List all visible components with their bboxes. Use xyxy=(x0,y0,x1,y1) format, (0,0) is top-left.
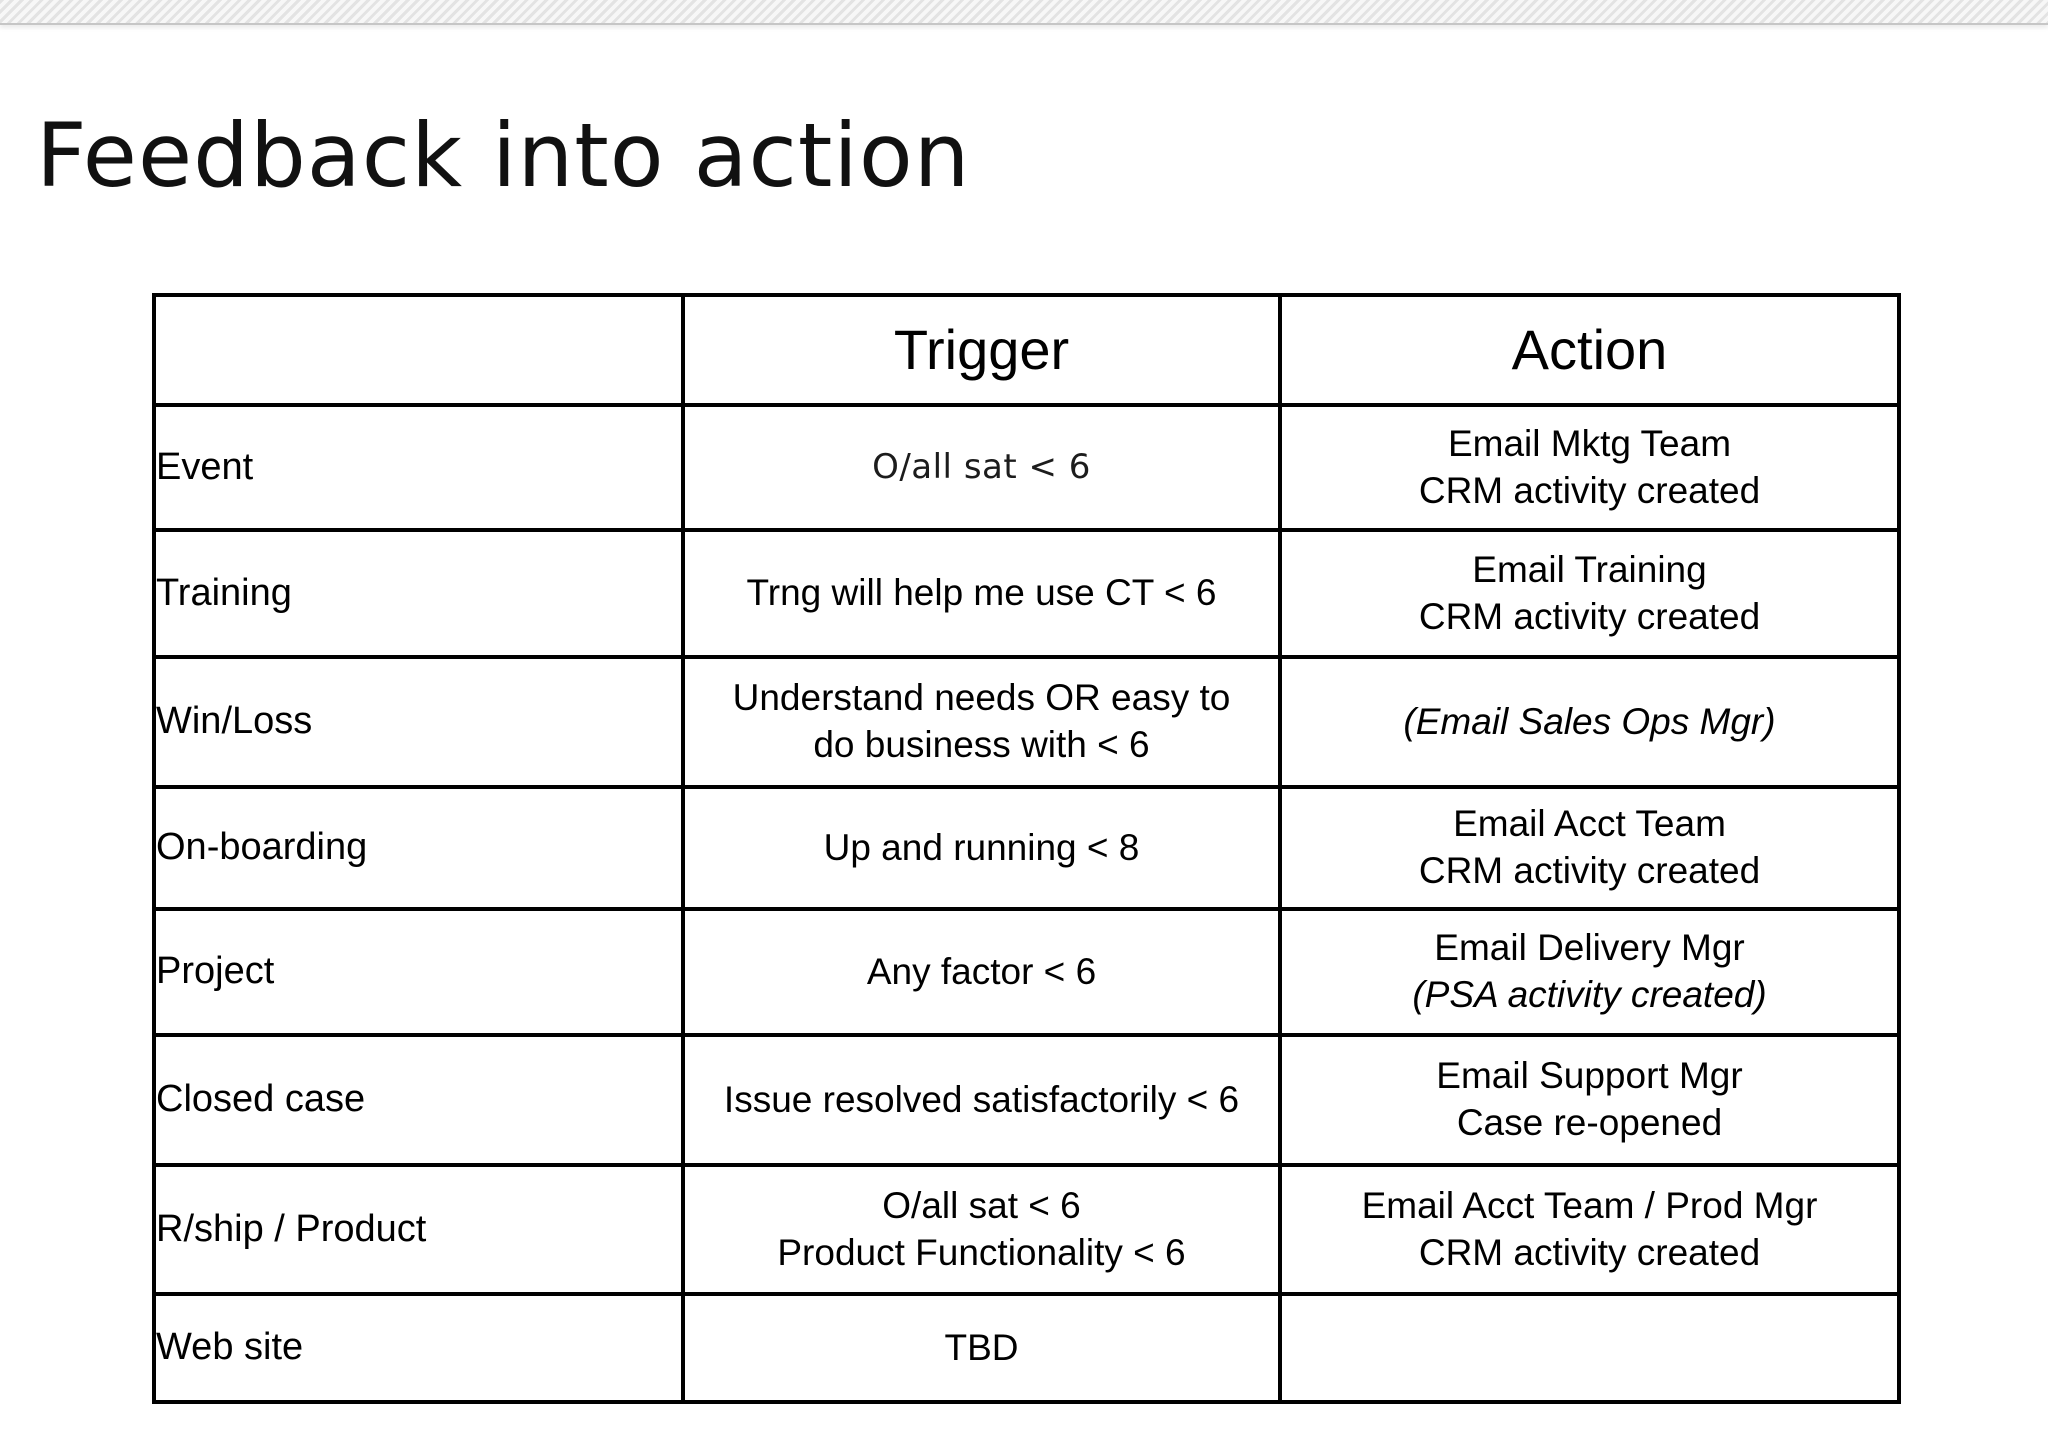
cell-line: CRM activity created xyxy=(1418,850,1761,891)
cell-line: Up and running < 8 xyxy=(823,826,1140,868)
action-cell: Email Acct Team CRM activity created xyxy=(1278,785,1901,911)
cell-line: Email Delivery Mgr xyxy=(1434,927,1745,969)
header-trigger-label: Trigger xyxy=(893,318,1070,382)
table-row-event: Event O/all sat < 6 Email Mktg Team CRM … xyxy=(152,403,1901,532)
cell-line: Email Training xyxy=(1472,548,1707,590)
cell-line: (PSA activity created) xyxy=(1412,974,1767,1015)
table-row-training: Training Trng will help me use CT < 6 Em… xyxy=(152,528,1901,659)
header-trigger-cell: Trigger xyxy=(681,293,1282,407)
page-title: Feedback into action xyxy=(36,104,971,207)
cell-line: CRM activity created xyxy=(1418,595,1761,637)
table-row-web-site: Web site TBD xyxy=(152,1292,1901,1404)
trigger-cell: Understand needs OR easy to do business … xyxy=(681,655,1282,789)
action-cell-empty xyxy=(1278,1292,1901,1404)
cell-line: CRM activity created xyxy=(1418,1231,1761,1273)
cell-line: Any factor < 6 xyxy=(866,950,1097,992)
action-cell: (Email Sales Ops Mgr) xyxy=(1278,655,1901,789)
trigger-cell: Trng will help me use CT < 6 xyxy=(681,528,1282,659)
row-label: On-boarding xyxy=(152,785,685,911)
trigger-cell: O/all sat < 6 xyxy=(681,403,1282,532)
action-cell: Email Support Mgr Case re-opened xyxy=(1278,1033,1901,1167)
cell-line: O/all sat < 6 xyxy=(882,1184,1081,1226)
row-label: Win/Loss xyxy=(152,655,685,789)
trigger-cell: O/all sat < 6 Product Functionality < 6 xyxy=(681,1163,1282,1296)
table-row-rship-product: R/ship / Product O/all sat < 6 Product F… xyxy=(152,1163,1901,1296)
action-cell: Email Mktg Team CRM activity created xyxy=(1278,403,1901,532)
cell-line: (Email Sales Ops Mgr) xyxy=(1403,700,1776,742)
row-label: Training xyxy=(152,528,685,659)
decorative-stripe-band xyxy=(0,0,2048,25)
trigger-cell: TBD xyxy=(681,1292,1282,1404)
cell-line: CRM activity created xyxy=(1418,469,1761,511)
cell-line: Trng will help me use CT < 6 xyxy=(746,572,1217,614)
row-label: Closed case xyxy=(152,1033,685,1167)
cell-line: TBD xyxy=(944,1326,1019,1368)
row-label: Web site xyxy=(152,1292,685,1404)
cell-line: Email Support Mgr xyxy=(1436,1055,1743,1097)
row-label: Project xyxy=(152,907,685,1037)
row-label: Event xyxy=(152,403,685,532)
table-row-closed-case: Closed case Issue resolved satisfactoril… xyxy=(152,1033,1901,1167)
cell-line: Understand needs OR easy to xyxy=(732,677,1231,719)
cell-line: Email Acct Team xyxy=(1453,803,1726,845)
cell-line: Case re-opened xyxy=(1456,1102,1723,1143)
action-cell: Email Acct Team / Prod Mgr CRM activity … xyxy=(1278,1163,1901,1296)
action-cell: Email Training CRM activity created xyxy=(1278,528,1901,659)
cell-line: Email Acct Team / Prod Mgr xyxy=(1361,1184,1818,1226)
header-action-cell: Action xyxy=(1278,293,1901,407)
trigger-cell: Issue resolved satisfactorily < 6 xyxy=(681,1033,1282,1167)
cell-line: Product Functionality < 6 xyxy=(777,1231,1186,1273)
cell-line: Issue resolved satisfactorily < 6 xyxy=(723,1078,1240,1120)
action-cell: Email Delivery Mgr (PSA activity created… xyxy=(1278,907,1901,1037)
row-label: R/ship / Product xyxy=(152,1163,685,1296)
table-header-row: Trigger Action xyxy=(152,293,1901,407)
table-row-project: Project Any factor < 6 Email Delivery Mg… xyxy=(152,907,1901,1037)
table-row-on-boarding: On-boarding Up and running < 8 Email Acc… xyxy=(152,785,1901,911)
header-blank-cell xyxy=(152,293,685,407)
cell-line: O/all sat < 6 xyxy=(872,447,1091,488)
feedback-action-table: Trigger Action Event O/all sat < 6 Email… xyxy=(152,293,1901,1404)
cell-line: Email Mktg Team xyxy=(1447,422,1732,464)
cell-line: do business with < 6 xyxy=(813,724,1150,765)
header-action-label: Action xyxy=(1511,318,1668,382)
trigger-cell: Up and running < 8 xyxy=(681,785,1282,911)
trigger-cell: Any factor < 6 xyxy=(681,907,1282,1037)
table-row-win-loss: Win/Loss Understand needs OR easy to do … xyxy=(152,655,1901,789)
